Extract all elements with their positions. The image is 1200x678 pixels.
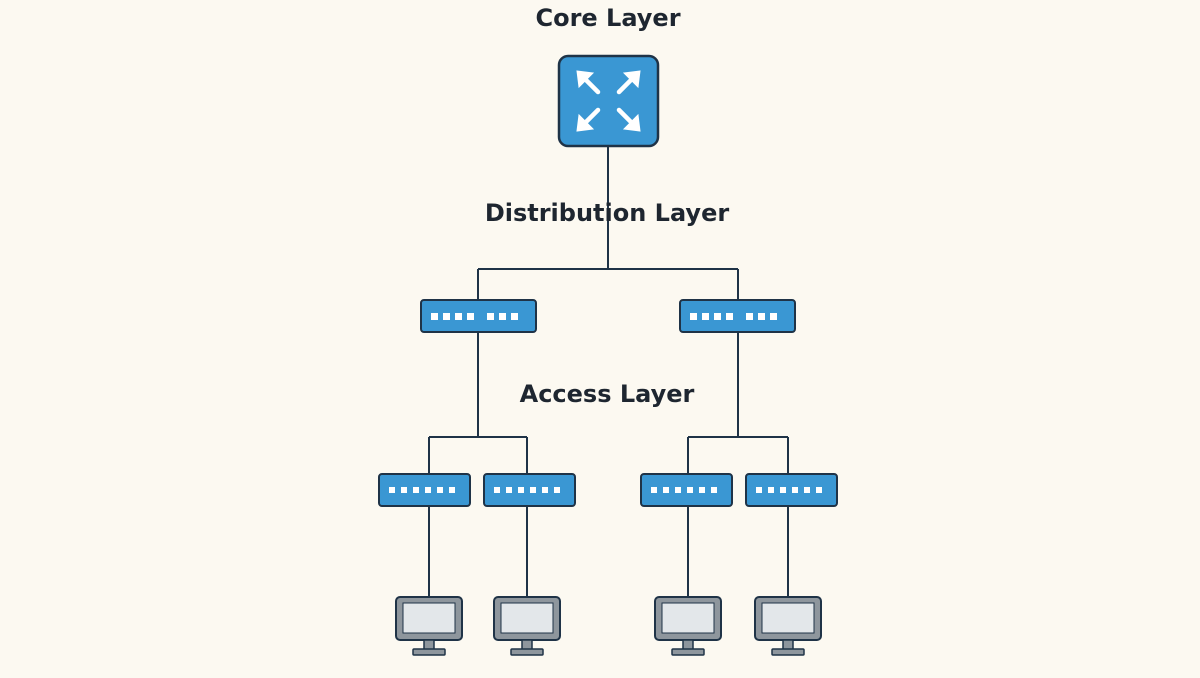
computer-icon-1 (395, 596, 463, 656)
access-switch-2 (483, 473, 576, 507)
computer-icon-4 (754, 596, 822, 656)
access-layer-label: Access Layer (519, 380, 695, 408)
access-switch-4 (745, 473, 838, 507)
core-router-icon (557, 54, 660, 148)
access-switch-3 (640, 473, 733, 507)
distribution-switch-right (679, 299, 796, 333)
computer-icon-2 (493, 596, 561, 656)
distribution-layer-label: Distribution Layer (484, 199, 730, 227)
computer-icon-3 (654, 596, 722, 656)
core-layer-label: Core Layer (535, 4, 681, 32)
distribution-switch-left (420, 299, 537, 333)
connectors (428, 146, 789, 597)
access-switch-1 (378, 473, 471, 507)
